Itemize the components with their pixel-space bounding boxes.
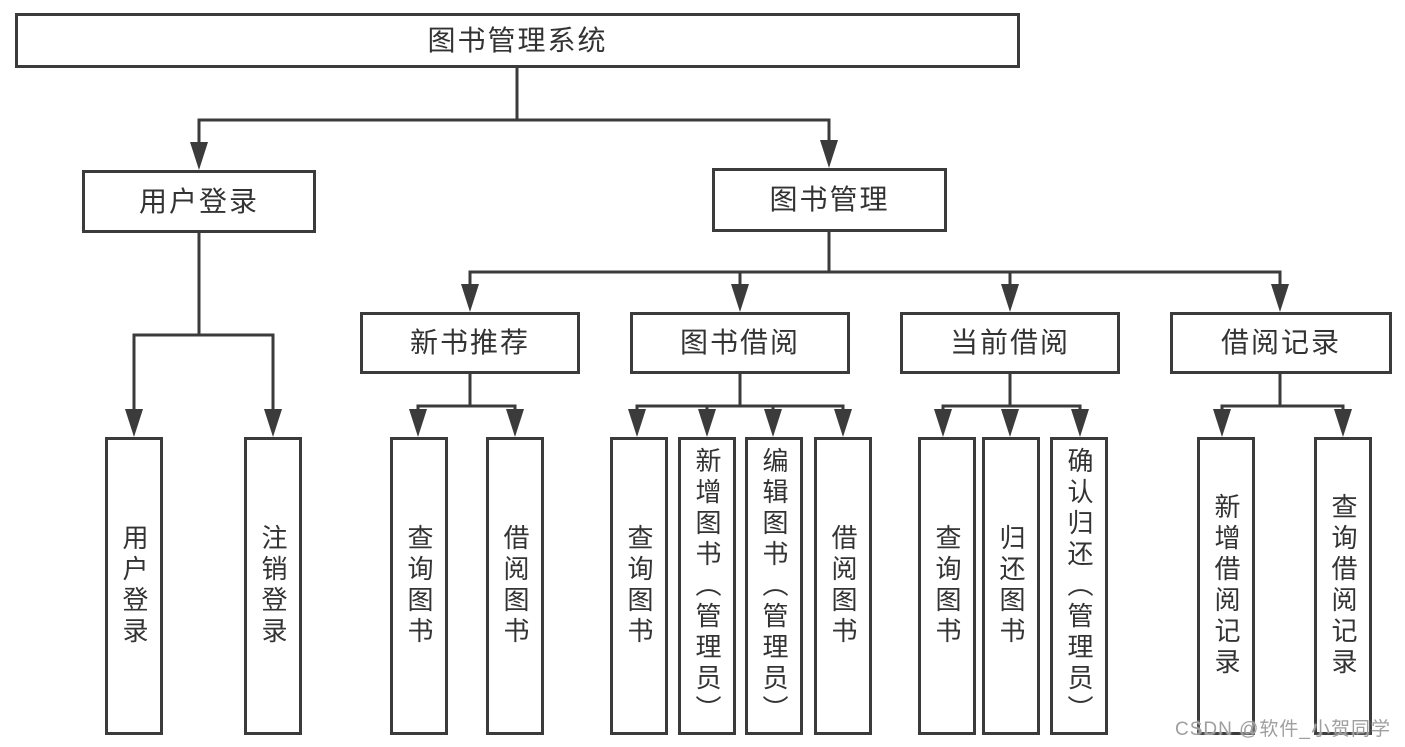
leaf-logout: 注销登录 <box>244 437 302 735</box>
node-borrow-records: 借阅记录 <box>1170 312 1392 374</box>
leaf-query-borrow-record: 查询借阅记录 <box>1314 437 1372 735</box>
leaf-query-books-recommend-label: 查询图书 <box>404 524 434 648</box>
leaf-add-borrow-record: 新增借阅记录 <box>1197 437 1255 735</box>
node-book-borrow: 图书借阅 <box>630 312 850 374</box>
leaf-query-books-borrow: 查询图书 <box>610 437 668 735</box>
leaf-edit-book-admin: 编辑图书（管理员） <box>745 437 803 735</box>
leaf-borrow-books-recommend: 借阅图书 <box>486 437 544 735</box>
node-root: 图书管理系统 <box>15 13 1020 68</box>
leaf-return-book: 归还图书 <box>982 437 1040 735</box>
node-user-login-label: 用户登录 <box>138 185 259 217</box>
leaf-query-books-recommend: 查询图书 <box>390 437 448 735</box>
node-book-borrow-label: 图书借阅 <box>679 327 800 358</box>
leaf-user-login: 用户登录 <box>105 437 163 735</box>
arrowhead-icons <box>125 140 1352 437</box>
watermark: CSDN @软件_小贺同学 <box>1175 719 1391 740</box>
leaf-user-login-label: 用户登录 <box>119 524 149 648</box>
leaf-confirm-return-admin: 确认归还（管理员） <box>1050 437 1108 735</box>
leaf-query-borrow-record-label: 查询借阅记录 <box>1328 493 1358 679</box>
node-user-login: 用户登录 <box>82 170 316 233</box>
leaf-add-borrow-record-label: 新增借阅记录 <box>1211 493 1241 679</box>
node-current-borrow: 当前借阅 <box>900 312 1120 374</box>
node-new-book-recommend-label: 新书推荐 <box>409 327 530 358</box>
node-book-management-label: 图书管理 <box>769 184 890 215</box>
leaf-add-book-admin: 新增图书（管理员） <box>678 437 736 735</box>
leaf-return-book-label: 归还图书 <box>996 524 1026 648</box>
leaf-edit-book-admin-label: 编辑图书（管理员） <box>759 446 789 726</box>
leaf-add-book-admin-label: 新增图书（管理员） <box>692 446 722 726</box>
node-current-borrow-label: 当前借阅 <box>949 327 1070 358</box>
leaf-query-books-borrow-label: 查询图书 <box>624 524 654 648</box>
leaf-query-books-current: 查询图书 <box>918 437 976 735</box>
leaf-confirm-return-admin-label: 确认归还（管理员） <box>1064 446 1094 726</box>
node-new-book-recommend: 新书推荐 <box>360 312 580 374</box>
leaf-borrow-books-recommend-label: 借阅图书 <box>500 524 530 648</box>
node-root-label: 图书管理系统 <box>427 24 608 56</box>
leaf-borrow-books-label: 借阅图书 <box>828 524 858 648</box>
leaf-query-books-current-label: 查询图书 <box>932 524 962 648</box>
leaf-logout-label: 注销登录 <box>258 524 288 648</box>
leaf-borrow-books: 借阅图书 <box>814 437 872 735</box>
node-book-management: 图书管理 <box>712 168 947 232</box>
node-borrow-records-label: 借阅记录 <box>1220 327 1341 358</box>
